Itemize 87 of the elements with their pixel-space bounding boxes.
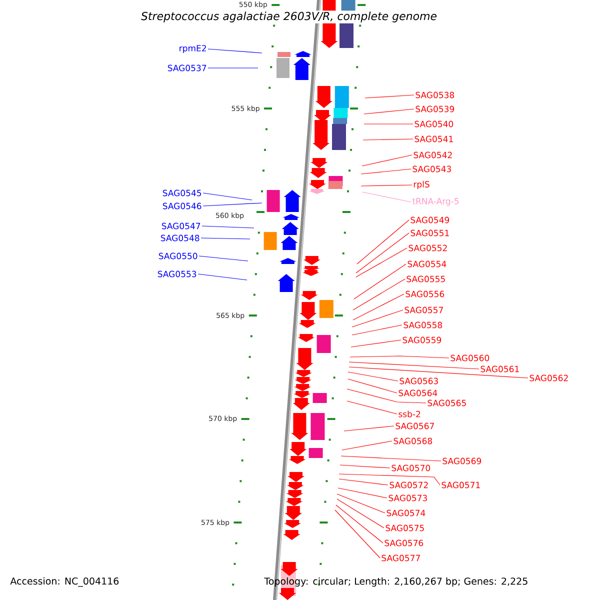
leader-line [338, 478, 388, 486]
gene-label: SAG0577 [382, 554, 420, 562]
gene-label: SAG0549 [410, 216, 450, 224]
gene-label: SAG0576 [384, 540, 424, 546]
leader-line [348, 362, 480, 370]
gene-label: SAG0556 [406, 290, 444, 298]
gene-label: SAG0558 [404, 322, 442, 328]
leader-line [340, 464, 390, 468]
gene-label: SAG0573 [388, 494, 427, 502]
leader-line [202, 192, 252, 200]
leader-line [352, 294, 404, 320]
leader-line [350, 340, 402, 348]
gene-label: ssb-2 [398, 410, 420, 418]
gene-label: SAG0543 [412, 166, 451, 172]
gene-label: SAG0555 [406, 276, 445, 282]
gene-label: SAG0539 [416, 106, 454, 112]
gene-label: SAG0562 [530, 374, 568, 382]
gene-label: SAG0563 [400, 378, 438, 384]
gene-label: SAG0565 [428, 400, 466, 406]
leader-line [360, 168, 412, 174]
leader-line [198, 274, 248, 280]
leader-line [362, 138, 414, 140]
leader-line [208, 48, 262, 54]
gene-label: SAG0568 [394, 438, 432, 444]
gene-label: SAG0541 [414, 136, 453, 142]
gene-label: SAG0569 [442, 458, 482, 464]
gene-label: SAG0537 [168, 64, 206, 72]
info-text: Topology: circular; Length: 2,160,267 bp; Genes: 2,225 [264, 577, 528, 587]
leader-line [334, 510, 380, 558]
leader-line [336, 504, 384, 544]
leader-line [356, 232, 410, 274]
info-text: Accession: NC_004116 [10, 577, 119, 587]
leader-line [338, 474, 440, 486]
leader-line [344, 426, 394, 432]
gene-label: SAG0564 [398, 390, 438, 396]
gene-label: SAG0554 [408, 260, 446, 268]
gene-label: SAG0542 [414, 152, 452, 158]
gene-label: SAG0560 [450, 354, 490, 362]
leader-line [202, 226, 254, 228]
gene-label: SAG0548 [160, 234, 200, 242]
gene-label: SAG0553 [158, 270, 196, 278]
gene-label: SAG0546 [162, 202, 202, 210]
leader-line [352, 324, 402, 336]
leader-line [360, 184, 412, 186]
gene-label: SAG0557 [404, 306, 443, 314]
leader-line [364, 94, 414, 98]
leader-line [198, 256, 248, 262]
leader-line [356, 220, 410, 264]
leader-line [354, 264, 406, 300]
leader-line [338, 488, 388, 498]
gene-label: SAG0561 [480, 366, 519, 372]
leader-line [348, 378, 398, 394]
gene-label: SAG0570 [392, 464, 430, 472]
leader-line [350, 356, 450, 358]
gene-label: SAG0552 [408, 244, 447, 252]
gene-label: SAG0545 [162, 190, 202, 196]
leader-line [356, 248, 408, 278]
gene-label: SAG0574 [386, 510, 426, 516]
gene-label: SAG0551 [410, 230, 449, 236]
leader-line [342, 440, 392, 450]
gene-label: SAG0547 [162, 222, 200, 230]
leader-line [348, 366, 528, 378]
title: Streptococcus agalactiae 2603V/R, complete genome [140, 10, 438, 24]
leader-line [340, 456, 442, 462]
leader-line [362, 192, 412, 202]
gene-label: SAG0567 [396, 422, 434, 430]
leader-line [362, 154, 412, 166]
leader-line [202, 202, 262, 206]
leader-line [364, 108, 414, 114]
gene-label: SAG0540 [414, 120, 454, 128]
leader-line [348, 372, 398, 382]
leader-line [352, 278, 406, 310]
gene-label: SAG0571 [442, 482, 480, 488]
gene-label: SAG0550 [158, 252, 198, 260]
gene-label: SAG0538 [416, 92, 454, 98]
gene-label: rpmE2 [180, 44, 206, 54]
leader-line [336, 498, 384, 528]
leader-line [200, 238, 250, 240]
gene-label: SAG0559 [402, 336, 442, 344]
gene-label: tRNA-Arg-5 [412, 198, 459, 206]
leader-line [346, 400, 398, 414]
leader-line [352, 310, 404, 328]
leader-line [346, 388, 426, 404]
gene-label: rplS [414, 180, 430, 190]
gene-label: SAG0575 [386, 524, 424, 532]
leader-line [336, 494, 386, 514]
gene-label: SAG0572 [390, 482, 428, 488]
